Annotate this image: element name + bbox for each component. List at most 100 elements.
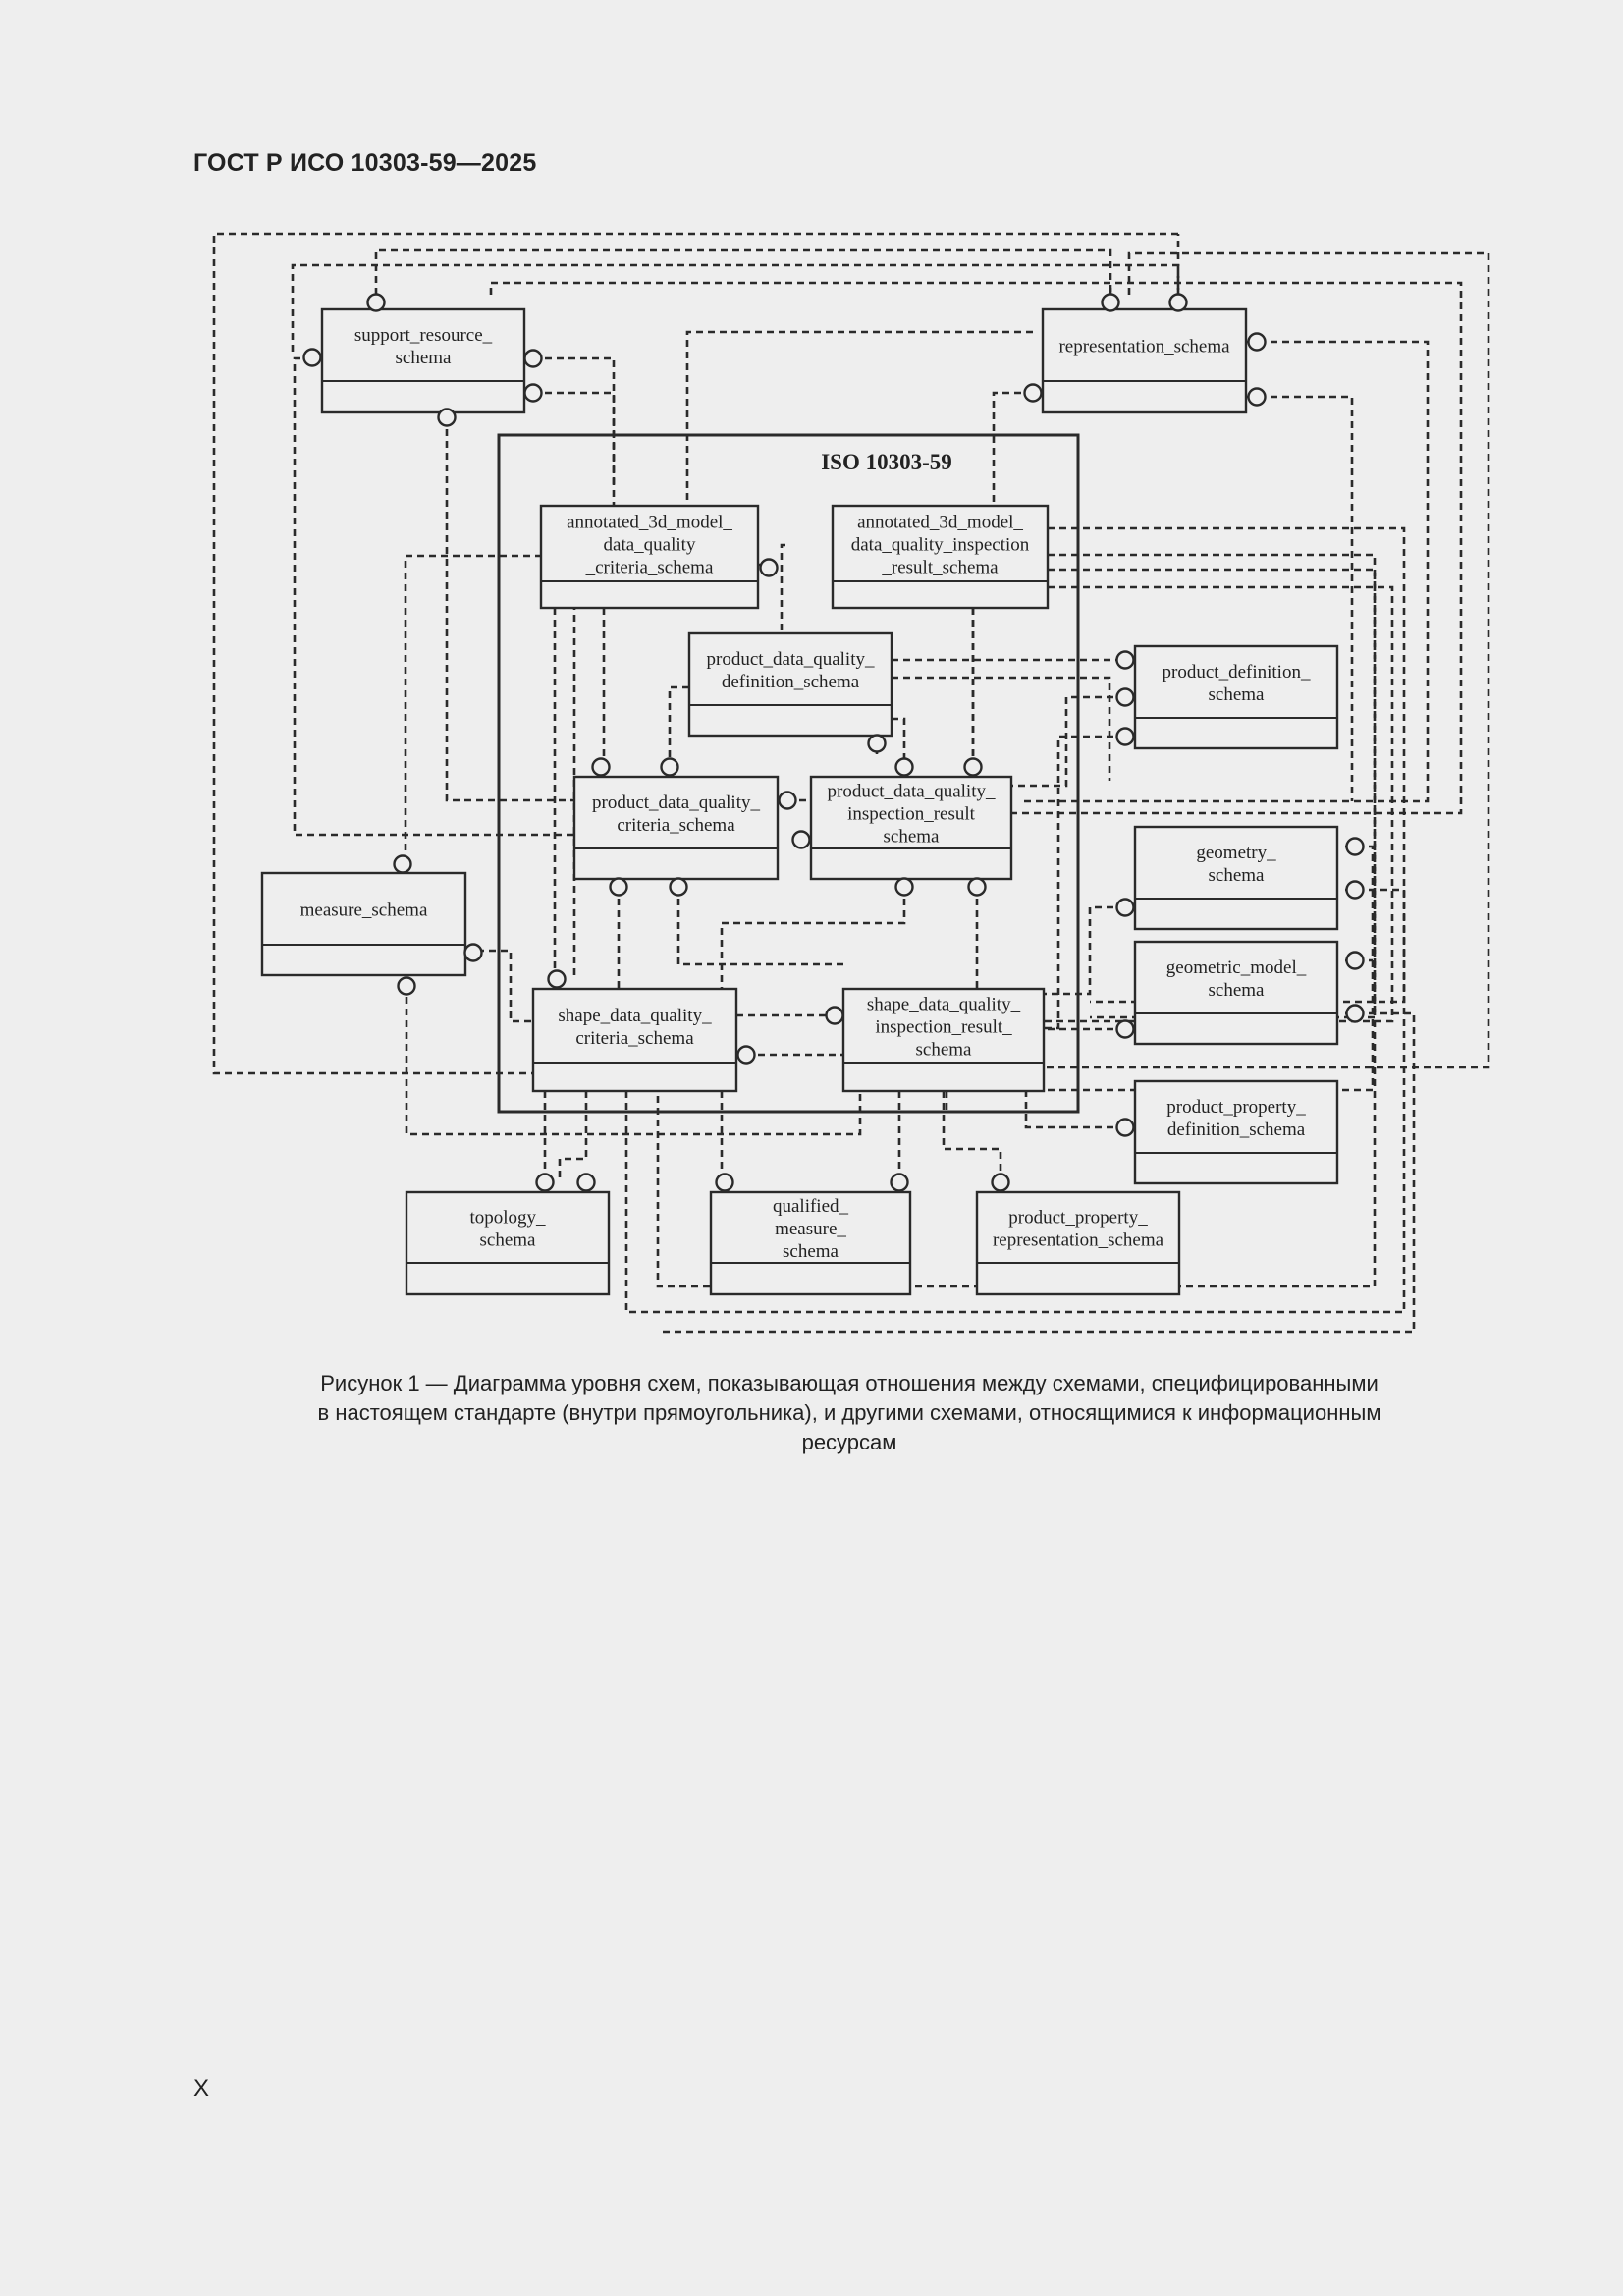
connector-circle [1115,727,1135,746]
schema-label-line: schema [783,1241,839,1262]
connector-circle [1115,650,1135,670]
schema-box-product-property-representation: product_property_representation_schema [975,1190,1181,1296]
connector-circle [1247,387,1267,407]
connector-circle [660,757,679,777]
schema-box-annotated-criteria: annotated_3d_model_data_quality_criteria… [539,504,760,610]
connector-circle [1115,1118,1135,1137]
schema-box-pdq-definition: product_data_quality_definition_schema [687,631,893,738]
schema-label-line: _criteria_schema [585,558,714,578]
connector-circle [759,558,779,577]
schema-boxes: support_resource_schemarepresentation_sc… [260,307,1339,1296]
connector-circle [736,1045,756,1065]
schema-label-line: geometric_model_ [1166,957,1307,978]
schema-box-measure: measure_schema [260,871,467,977]
connector-circle [894,877,914,897]
schema-label-line: schema [1209,980,1266,1001]
relationship-line [293,356,574,837]
schema-label-line: topology_ [469,1208,546,1229]
schema-label-line: product_property_ [1008,1208,1148,1229]
connector-circle [1345,837,1365,856]
connector-circle [366,293,386,312]
connector-circle [437,408,457,427]
schema-label-line: definition_schema [1167,1120,1306,1140]
connector-circle [397,976,416,996]
schema-label-line: schema [480,1230,537,1251]
relationship-line [780,543,785,633]
figure-caption: Рисунок 1 — Диаграмма уровня схем, показ… [226,1369,1473,1457]
caption-line-1: Рисунок 1 — Диаграмма уровня схем, показ… [320,1371,1379,1395]
relationship-line [892,676,1111,781]
relationship-line [404,554,601,861]
connector-circle [609,877,628,897]
schema-box-pdq-inspection: product_data_quality_inspection_resultsc… [809,775,1013,881]
relationship-line [489,281,1463,815]
schema-box-annotated-inspection: annotated_3d_model_data_quality_inspecti… [831,504,1050,610]
schema-label-line: data_quality [604,535,696,556]
relationship-line [374,248,1112,295]
connector-circle [591,757,611,777]
relationship-line [685,330,1033,567]
schema-label-line: measure_schema [300,901,428,921]
schema-label-line: product_property_ [1166,1097,1306,1118]
schema-label-line: data_quality_inspection [851,535,1030,556]
relationship-line [656,568,1377,1288]
schema-box-pdq-criteria: product_data_quality_criteria_schema [572,775,780,881]
iso-10303-59-frame [497,433,1080,1114]
connector-circle [890,1173,909,1192]
connector-circle [523,349,543,368]
relationship-line [1021,340,1430,803]
connector-circle [825,1006,844,1025]
relationship-line [992,391,1033,506]
schema-label-line: _result_schema [881,558,999,578]
schema-label-line: product_data_quality_ [592,793,760,813]
relationship-line [1024,1091,1125,1129]
schema-label-line: schema [396,348,453,368]
relationship-line [533,356,616,506]
connector-circle [1115,687,1135,707]
relationship-line [892,717,906,758]
connector-circle [963,757,983,777]
connector-circle [523,383,543,403]
relationship-line [1044,735,1125,1030]
schema-level-diagram: ISO 10303-59 support_resource_schemarepr… [212,232,1490,1334]
connector-circle [1345,880,1365,900]
relationship-line [942,1091,1002,1178]
connector-circle [894,757,914,777]
schema-box-geometric-model: geometric_model_schema [1133,940,1339,1046]
connector-circle [1345,1004,1365,1023]
relationship-line [1043,251,1490,1069]
connector-circle [393,854,412,874]
schema-label-line: annotated_3d_model_ [567,513,732,533]
schema-box-topology: topology_schema [405,1190,611,1296]
connector-circle [535,1173,555,1192]
caption-line-2: в настоящем стандарте (внутри прямоуголь… [317,1400,1381,1425]
schema-box-shape-inspection: shape_data_quality_inspection_result_sch… [841,987,1046,1093]
relationship-line [720,887,906,989]
relationship-line [676,887,843,966]
schema-label-line: shape_data_quality_ [867,995,1021,1015]
relationship-line [1048,526,1406,1004]
schema-label-line: schema [916,1040,973,1061]
schema-label-line: product_data_quality_ [707,649,875,670]
schema-label-line: qualified_ [773,1196,849,1217]
schema-label-line: measure_ [775,1219,846,1239]
connector-circle [1247,332,1267,352]
connector-circle [778,791,797,810]
page-header: ГОСТ Р ИСО 10303-59—2025 [193,149,537,177]
schema-label-line: support_resource_ [354,325,493,346]
schema-label-line: product_data_quality_ [828,782,996,802]
relationship-line [1011,695,1125,788]
schema-label-line: criteria_schema [575,1028,694,1049]
schema-label-line: criteria_schema [617,815,735,836]
caption-line-3: ресурсам [801,1430,897,1454]
schema-box-shape-criteria: shape_data_quality_criteria_schema [531,987,738,1093]
schema-label-line: inspection_result_ [875,1017,1012,1038]
relationship-line [212,232,1178,1075]
connector-circles [302,293,1365,1192]
relationship-line [624,888,1406,1314]
connector-circle [991,1173,1010,1192]
schema-label-line: representation_schema [993,1230,1164,1251]
schema-label-line: geometry_ [1196,843,1276,863]
schema-label-line: product_definition_ [1163,662,1311,683]
connector-circle [1115,898,1135,917]
